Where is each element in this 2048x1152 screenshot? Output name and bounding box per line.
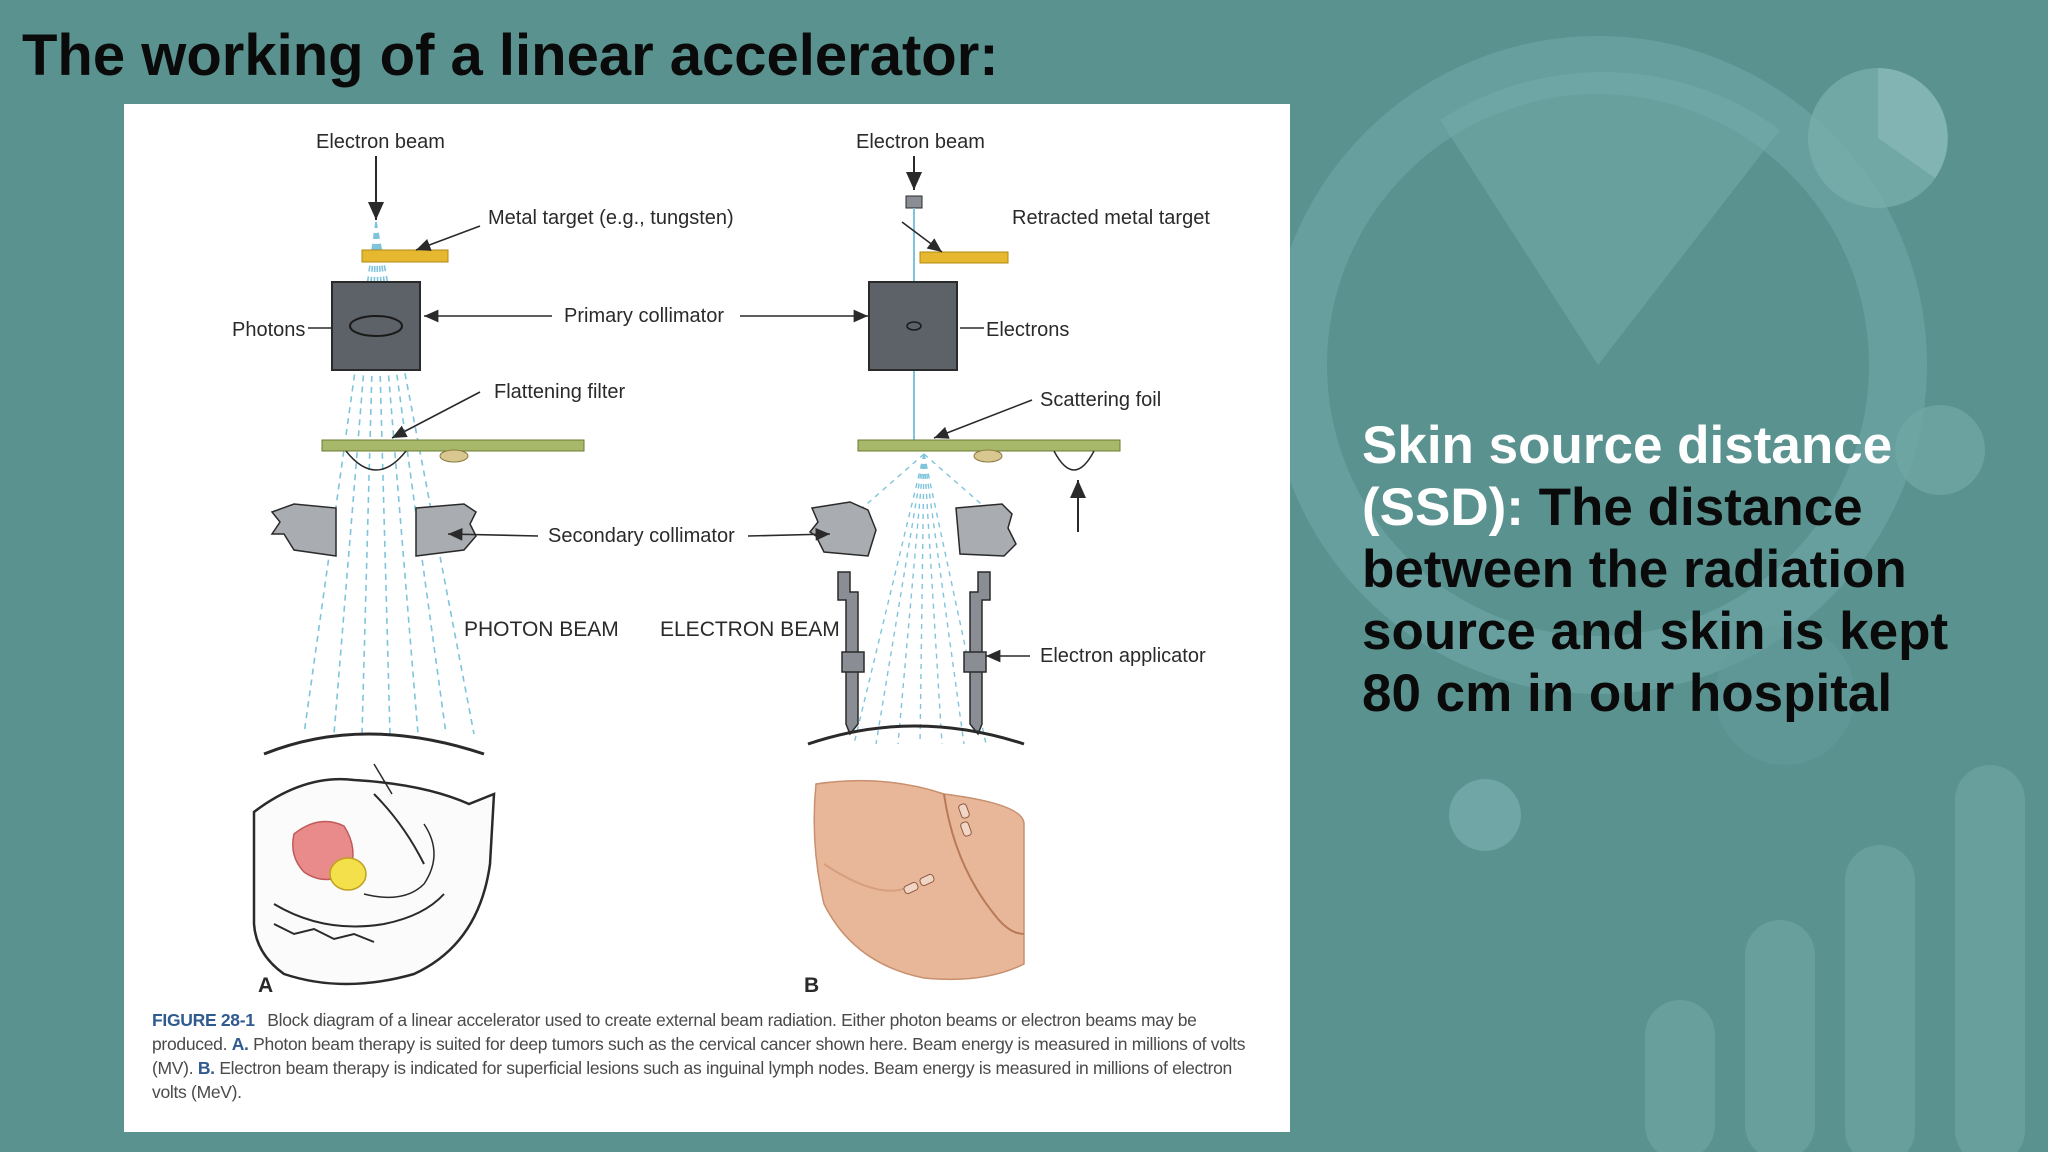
label-metal-target: Metal target (e.g., tungsten) bbox=[488, 207, 734, 229]
label-primary-collimator: Primary collimator bbox=[564, 305, 724, 327]
electron-beam-panel bbox=[807, 156, 1121, 981]
electron-applicator bbox=[837, 571, 991, 736]
caption-marker-b: B. bbox=[197, 1058, 215, 1078]
primary-collimator-block-b bbox=[868, 281, 958, 371]
label-flattening-filter: Flattening filter bbox=[494, 381, 626, 403]
caption-text-b: Electron beam therapy is indicated for s… bbox=[152, 1058, 1232, 1102]
label-retracted-target: Retracted metal target bbox=[1012, 207, 1210, 229]
linac-figure: Electron beam Metal target (e.g., tungst… bbox=[124, 104, 1290, 1132]
photon-beam-rays bbox=[303, 221, 475, 735]
inguinal-region-illustration bbox=[813, 779, 1025, 981]
label-panel-b: B bbox=[804, 974, 819, 997]
label-electron-beam-caps: ELECTRON BEAM bbox=[660, 618, 840, 641]
secondary-collimator-right-b bbox=[955, 503, 1017, 557]
label-secondary-collimator: Secondary collimator bbox=[548, 525, 735, 547]
caption-text-a: Photon beam therapy is suited for deep t… bbox=[152, 1034, 1246, 1078]
scattered-electron-rays bbox=[843, 453, 1005, 745]
flattening-filter bbox=[321, 439, 585, 452]
primary-collimator-block-a bbox=[331, 281, 421, 371]
label-electron-applicator: Electron applicator bbox=[1040, 645, 1206, 667]
linac-diagram: Electron beam Metal target (e.g., tungst… bbox=[232, 131, 1210, 997]
label-scattering-foil: Scattering foil bbox=[1040, 389, 1161, 411]
secondary-collimator-right-a bbox=[415, 503, 477, 557]
retracted-target-plate bbox=[919, 251, 1009, 264]
label-panel-a: A bbox=[258, 974, 273, 997]
caption-marker-a: A. bbox=[231, 1034, 249, 1054]
secondary-collimator-left-b bbox=[808, 501, 877, 557]
scattering-foil bbox=[857, 439, 1121, 452]
figure-caption: FIGURE 28-1 Block diagram of a linear ac… bbox=[152, 1008, 1262, 1104]
label-electron-beam-b: Electron beam bbox=[856, 131, 985, 153]
figure-number: FIGURE 28-1 bbox=[152, 1010, 255, 1030]
label-electron-beam-a: Electron beam bbox=[316, 131, 445, 153]
secondary-collimator-left-a bbox=[270, 503, 337, 557]
ssd-term: Skin source distance (SSD): bbox=[1362, 416, 1893, 537]
ssd-definition: Skin source distance (SSD): The distance… bbox=[1362, 415, 2002, 725]
label-electrons: Electrons bbox=[986, 319, 1069, 341]
metal-target-plate bbox=[361, 249, 449, 263]
label-photon-beam: PHOTON BEAM bbox=[464, 618, 619, 641]
photon-beam-panel bbox=[252, 156, 585, 986]
caption-intro: Block diagram of a linear accelerator us… bbox=[152, 1010, 1197, 1054]
slide-title: The working of a linear accelerator: bbox=[22, 23, 999, 88]
pelvic-anatomy-illustration bbox=[252, 763, 496, 986]
label-photons: Photons bbox=[232, 319, 305, 341]
ssd-description: The distance between the radiation sourc… bbox=[1362, 478, 1949, 723]
